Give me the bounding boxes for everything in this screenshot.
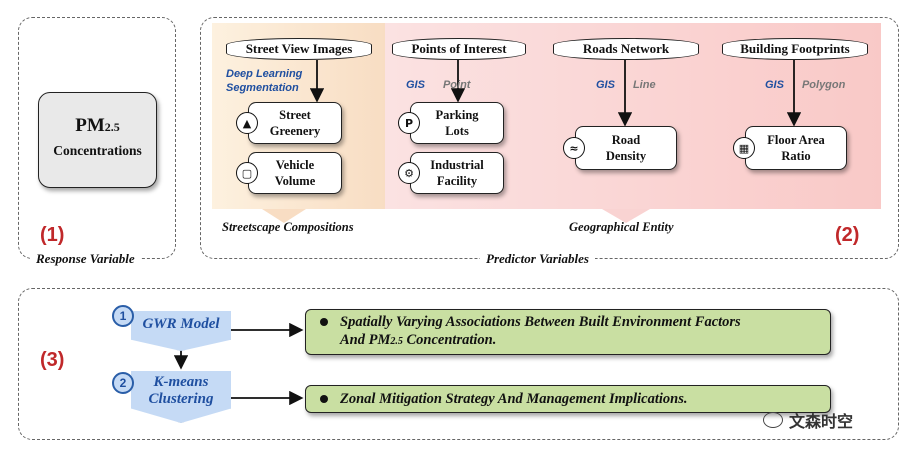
tree-icon: ▲ — [236, 112, 258, 134]
deep-learning-label: Deep Learning Segmentation — [226, 68, 303, 94]
watermark: 文森时空 — [763, 408, 853, 432]
vehicle-volume-box: ▢ Vehicle Volume — [236, 152, 342, 194]
geographical-entity-label: Geographical Entity — [569, 220, 674, 234]
floor-area-ratio-box: ▦ Floor Area Ratio — [733, 126, 847, 170]
result-mitigation-box: Zonal Mitigation Strategy And Management… — [305, 385, 831, 413]
road-icon: ≈ — [563, 137, 585, 159]
building-footprints-source: Building Footprints — [722, 38, 868, 60]
response-variable-caption: Response Variable — [30, 251, 141, 267]
streetscape-zone-pointer — [262, 209, 306, 223]
street-view-images-source: Street View Images — [226, 38, 372, 60]
buildings-method: GIS Polygon — [765, 79, 846, 91]
building-icon: ▦ — [733, 137, 755, 159]
geographical-zone-pointer — [602, 209, 650, 223]
roads-network-source: Roads Network — [553, 38, 699, 60]
bullet-icon — [320, 395, 328, 403]
result-associations-box: Spatially Varying Associations Between B… — [305, 309, 831, 355]
step-1-badge: 1 — [112, 305, 134, 327]
predictor-variables-caption: Predictor Variables — [480, 251, 595, 267]
industrial-facility-box: ⚙ Industrial Facility — [398, 152, 504, 194]
marker-2: (2) — [835, 224, 860, 246]
poi-method: GIS Point — [406, 79, 471, 91]
kmeans-label-line2: Clustering — [148, 391, 214, 407]
pm-label: PM — [75, 115, 105, 136]
result1-line1: Spatially Varying Associations Between B… — [340, 314, 741, 330]
wechat-icon — [763, 412, 783, 428]
step-2-badge: 2 — [112, 372, 134, 394]
streetscape-compositions-label: Streetscape Compositions — [222, 220, 354, 234]
road-density-box: ≈ Road Density — [563, 126, 677, 170]
pm25-box: PM2.5 Concentrations — [38, 92, 157, 188]
pm-subscript: 2.5 — [104, 120, 120, 134]
car-icon: ▢ — [236, 162, 258, 184]
factory-icon: ⚙ — [398, 162, 420, 184]
gwr-model-label: GWR Model — [142, 316, 220, 332]
points-of-interest-source: Points of Interest — [392, 38, 526, 60]
kmeans-clustering-step: K-means Clustering — [131, 371, 231, 423]
result2-text: Zonal Mitigation Strategy And Management… — [340, 391, 688, 407]
marker-1: (1) — [40, 224, 65, 246]
parking-lots-box: P Parking Lots — [398, 102, 504, 144]
parking-icon: P — [398, 112, 420, 134]
bullet-icon — [320, 318, 328, 326]
street-greenery-box: ▲ Street Greenery — [236, 102, 342, 144]
roads-method: GIS Line — [596, 79, 656, 91]
kmeans-label-line1: K-means — [153, 374, 209, 390]
analysis-panel — [18, 288, 899, 440]
marker-3: (3) — [40, 349, 65, 371]
concentrations-label: Concentrations — [53, 143, 142, 158]
